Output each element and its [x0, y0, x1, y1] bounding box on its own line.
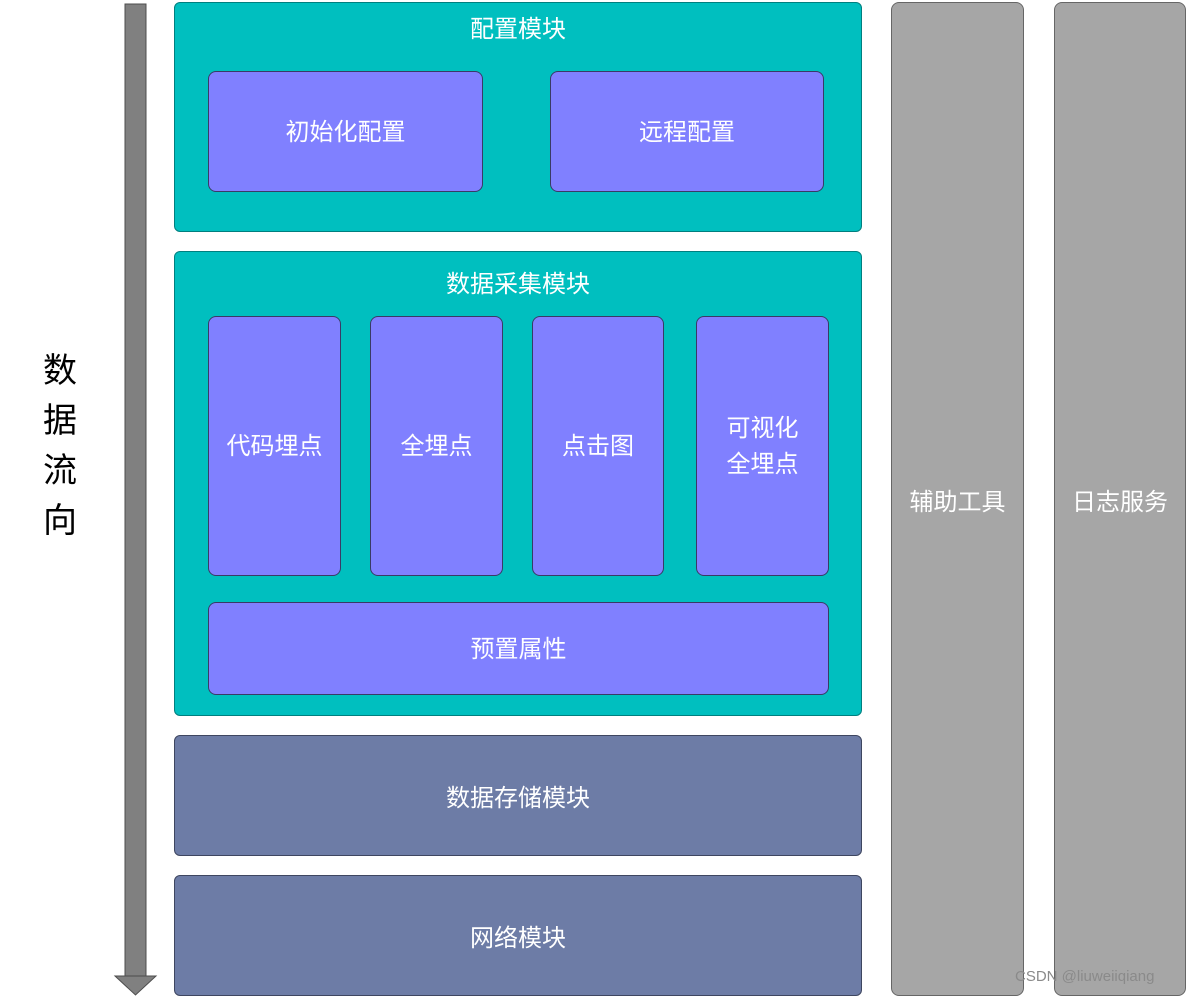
init-config-box: 初始化配置: [208, 71, 483, 192]
data-flow-arrow: [113, 3, 158, 996]
watermark-text: CSDN @liuweiiqiang: [1015, 968, 1155, 985]
data-flow-char: 据: [43, 401, 77, 441]
aux-tools-column: 辅助工具: [891, 2, 1024, 996]
collect-module: 数据采集模块 代码埋点 全埋点 点击图 可视化 全埋点 预置属性: [174, 251, 862, 716]
preset-properties-box: 预置属性: [208, 602, 829, 695]
data-flow-char: 向: [43, 501, 77, 541]
heatmap-box: 点击图: [532, 316, 664, 576]
config-module: 配置模块 初始化配置 远程配置: [174, 2, 862, 232]
log-service-column: 日志服务: [1054, 2, 1186, 996]
auto-tracking-box: 全埋点: [370, 316, 503, 576]
code-tracking-box: 代码埋点: [208, 316, 341, 576]
data-flow-char: 数: [43, 351, 77, 391]
data-flow-char: 流: [43, 451, 77, 491]
remote-config-box: 远程配置: [550, 71, 824, 192]
visual-auto-tracking-box: 可视化 全埋点: [696, 316, 829, 576]
visual-auto-tracking-line1: 可视化: [726, 414, 799, 442]
data-flow-label: 数 据 流 向: [30, 346, 90, 546]
collect-module-title: 数据采集模块: [446, 270, 590, 298]
network-module: 网络模块: [174, 875, 862, 996]
config-module-title: 配置模块: [470, 15, 566, 43]
visual-auto-tracking-line2: 全埋点: [726, 450, 799, 478]
storage-module: 数据存储模块: [174, 735, 862, 856]
